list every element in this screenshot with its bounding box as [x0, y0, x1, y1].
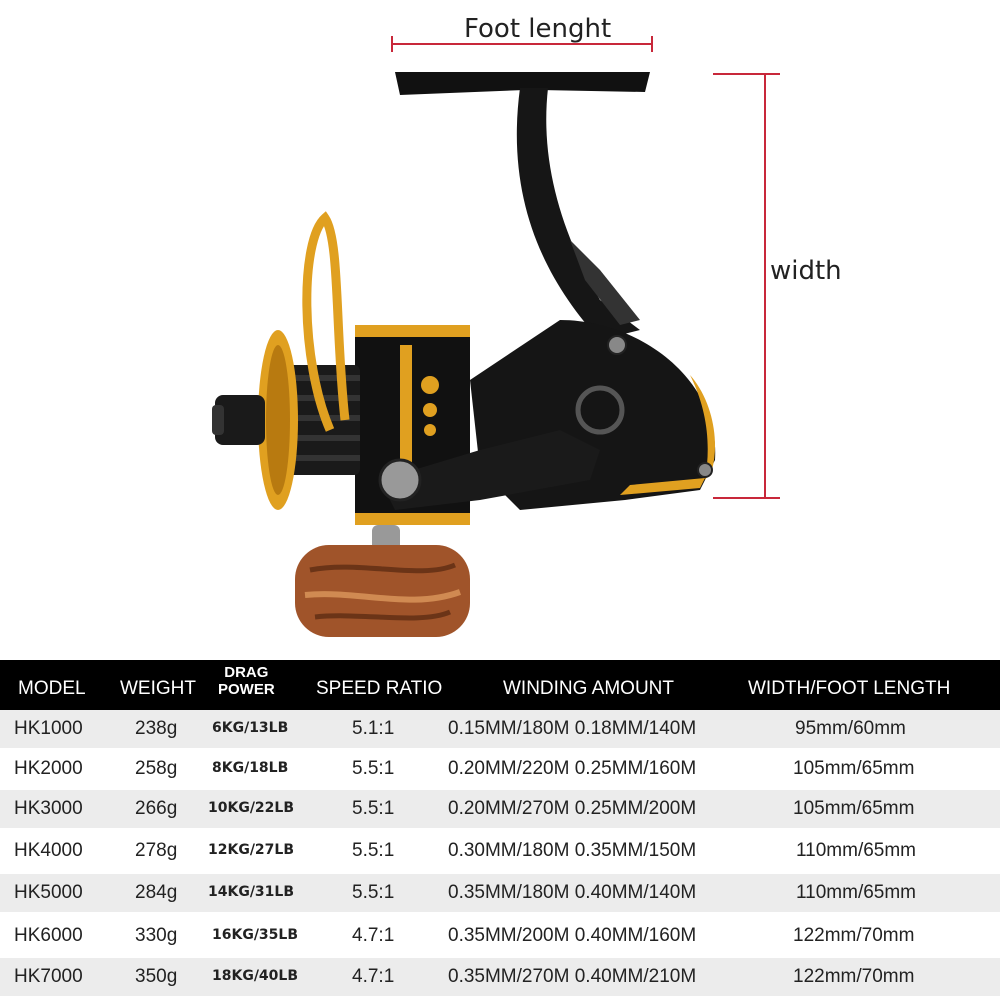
cell-speed: 5.5:1: [352, 758, 395, 779]
cell-weight: 350g: [135, 966, 178, 987]
cell-winding: 0.35MM/270M 0.40MM/210M: [448, 966, 697, 987]
cell-weight: 258g: [135, 758, 178, 779]
cell-width-foot: 105mm/65mm: [793, 798, 915, 819]
table-row: HK1000 238g 6KG/13LB 5.1:1 0.15MM/180M 0…: [0, 710, 1000, 748]
table-row: HK4000 278g 12KG/27LB 5.5:1 0.30MM/180M …: [0, 832, 1000, 870]
table-header: MODEL WEIGHT DRAG POWER SPEED RATIO WIND…: [0, 660, 1000, 714]
cell-winding: 0.20MM/220M 0.25MM/160M: [448, 758, 697, 779]
header-weight: WEIGHT: [120, 678, 196, 699]
cell-weight: 266g: [135, 798, 178, 819]
cell-winding: 0.15MM/180M 0.18MM/140M: [448, 718, 697, 739]
header-drag-power: DRAG POWER: [218, 664, 275, 698]
cell-model: HK6000: [14, 925, 83, 946]
cell-model: HK2000: [14, 758, 83, 779]
cell-winding: 0.35MM/180M 0.40MM/140M: [448, 882, 697, 903]
cell-speed: 4.7:1: [352, 925, 395, 946]
cell-width-foot: 105mm/65mm: [793, 758, 915, 779]
cell-weight: 330g: [135, 925, 178, 946]
width-label: width: [770, 256, 842, 286]
table-row: HK6000 330g 16KG/35LB 4.7:1 0.35MM/200M …: [0, 917, 1000, 955]
header-drag-line1: DRAG: [224, 664, 269, 681]
header-winding-amount: WINDING AMOUNT: [503, 678, 674, 699]
cell-drag: 6KG/13LB: [212, 720, 289, 736]
header-model: MODEL: [18, 678, 86, 699]
cell-drag: 18KG/40LB: [212, 968, 299, 984]
cell-weight: 238g: [135, 718, 178, 739]
cell-model: HK7000: [14, 966, 83, 987]
cell-speed: 4.7:1: [352, 966, 395, 987]
cell-winding: 0.20MM/270M 0.25MM/200M: [448, 798, 697, 819]
cell-model: HK5000: [14, 882, 83, 903]
cell-model: HK4000: [14, 840, 83, 861]
cell-winding: 0.35MM/200M 0.40MM/160M: [448, 925, 697, 946]
cell-width-foot: 122mm/70mm: [793, 925, 915, 946]
cell-speed: 5.5:1: [352, 798, 395, 819]
cell-weight: 278g: [135, 840, 178, 861]
cell-drag: 12KG/27LB: [208, 842, 295, 858]
cell-drag: 10KG/22LB: [208, 800, 295, 816]
cell-drag: 8KG/18LB: [212, 760, 289, 776]
table-row: HK2000 258g 8KG/18LB 5.5:1 0.20MM/220M 0…: [0, 750, 1000, 788]
cell-winding: 0.30MM/180M 0.35MM/150M: [448, 840, 697, 861]
cell-speed: 5.1:1: [352, 718, 395, 739]
cell-weight: 284g: [135, 882, 178, 903]
spec-table: MODEL WEIGHT DRAG POWER SPEED RATIO WIND…: [0, 660, 1000, 1000]
cell-model: HK1000: [14, 718, 83, 739]
foot-length-line: [391, 36, 653, 52]
cell-drag: 16KG/35LB: [212, 927, 299, 943]
cell-width-foot: 110mm/65mm: [796, 882, 917, 903]
header-speed-ratio: SPEED RATIO: [316, 678, 443, 699]
header-width-foot-length: WIDTH/FOOT LENGTH: [748, 678, 951, 699]
cell-drag: 14KG/31LB: [208, 884, 295, 900]
cell-width-foot: 122mm/70mm: [793, 966, 915, 987]
table-row: HK5000 284g 14KG/31LB 5.5:1 0.35MM/180M …: [0, 874, 1000, 912]
table-row: HK3000 266g 10KG/22LB 5.5:1 0.20MM/270M …: [0, 790, 1000, 828]
header-drag-line2: POWER: [218, 681, 275, 698]
cell-width-foot: 110mm/65mm: [796, 840, 917, 861]
cell-width-foot: 95mm/60mm: [795, 718, 906, 739]
dimension-lines: [212, 36, 780, 637]
width-line: [713, 73, 780, 499]
table-row: HK7000 350g 18KG/40LB 4.7:1 0.35MM/270M …: [0, 958, 1000, 996]
cell-speed: 5.5:1: [352, 840, 395, 861]
cell-model: HK3000: [14, 798, 83, 819]
cell-speed: 5.5:1: [352, 882, 395, 903]
spinning-reel-icon: [212, 72, 716, 637]
foot-length-label: Foot lenght: [464, 14, 612, 44]
